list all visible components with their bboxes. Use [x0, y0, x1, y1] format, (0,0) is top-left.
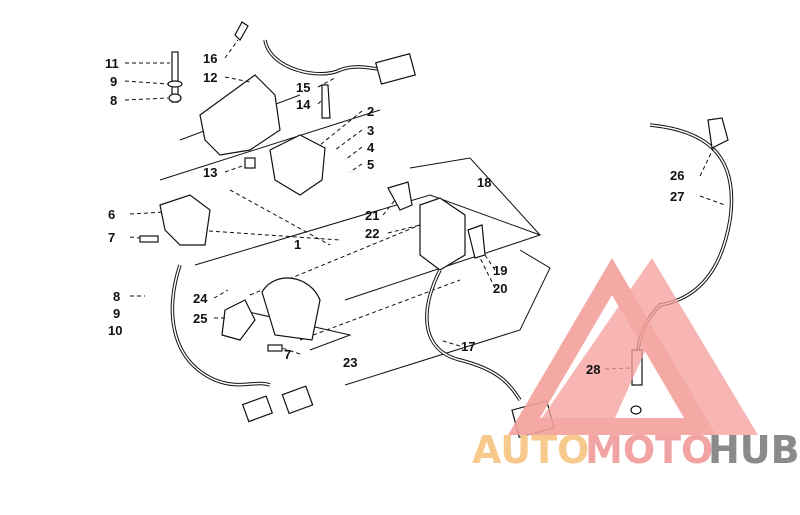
- bracket-12: [199, 74, 281, 156]
- callout: 14: [296, 97, 311, 112]
- callout: 8: [113, 289, 120, 304]
- connector-a: [241, 395, 274, 423]
- callout: 12: [203, 70, 217, 85]
- leader-lines: [124, 39, 726, 370]
- callout: 23: [343, 355, 357, 370]
- callout: 2: [367, 104, 374, 119]
- callout: 10: [108, 323, 122, 338]
- housing-2: [269, 134, 326, 196]
- arm-20: [467, 224, 486, 259]
- arm-21: [387, 181, 413, 211]
- callout: 18: [477, 175, 491, 190]
- callout: 15: [296, 80, 310, 95]
- switch-15: [374, 52, 416, 85]
- callout-labels: 11 9 8 16 12 15 14 2 3 4 5 13 18 6 21 22…: [105, 51, 684, 377]
- callout: 8: [110, 93, 117, 108]
- callout: 1: [294, 237, 301, 252]
- bracket-6: [159, 194, 211, 246]
- triangle-right: [530, 258, 758, 435]
- stator-23: [261, 277, 321, 341]
- callout: 13: [203, 165, 217, 180]
- watermark-logo: [508, 258, 758, 435]
- pin-14: [321, 84, 331, 119]
- watermark-hub: HUB: [708, 428, 800, 472]
- nut-8: [168, 93, 182, 103]
- bushing-13: [244, 157, 256, 169]
- callout: 22: [365, 226, 379, 241]
- callout: 9: [113, 306, 120, 321]
- callout: 25: [193, 311, 207, 326]
- washer-28: [630, 405, 642, 415]
- callout: 17: [461, 339, 475, 354]
- clip-26: [707, 117, 729, 149]
- callout: 11: [105, 56, 119, 71]
- callout: 4: [367, 140, 375, 155]
- connector-16: [234, 21, 249, 41]
- watermark-moto: MOTO: [585, 428, 713, 472]
- washer-9: [167, 80, 183, 88]
- callout: 6: [108, 207, 115, 222]
- callout: 7: [284, 347, 291, 362]
- parts: [139, 21, 734, 438]
- callout: 3: [367, 123, 374, 138]
- callout: 21: [365, 208, 379, 223]
- bolt-7b: [267, 344, 283, 352]
- bracket-25: [221, 299, 256, 341]
- bolt-7: [139, 235, 159, 243]
- callout: 26: [670, 168, 684, 183]
- callout: 20: [493, 281, 507, 296]
- callout: 19: [493, 263, 507, 278]
- callout: 28: [586, 362, 600, 377]
- connector-b: [281, 385, 314, 415]
- callout: 24: [193, 291, 208, 306]
- callout: 16: [203, 51, 217, 66]
- callout: 9: [110, 74, 117, 89]
- callout: 7: [108, 230, 115, 245]
- watermark-auto: AUTO: [472, 428, 589, 472]
- plate-22: [419, 197, 466, 271]
- callout: 5: [367, 157, 374, 172]
- callout: 27: [670, 189, 684, 204]
